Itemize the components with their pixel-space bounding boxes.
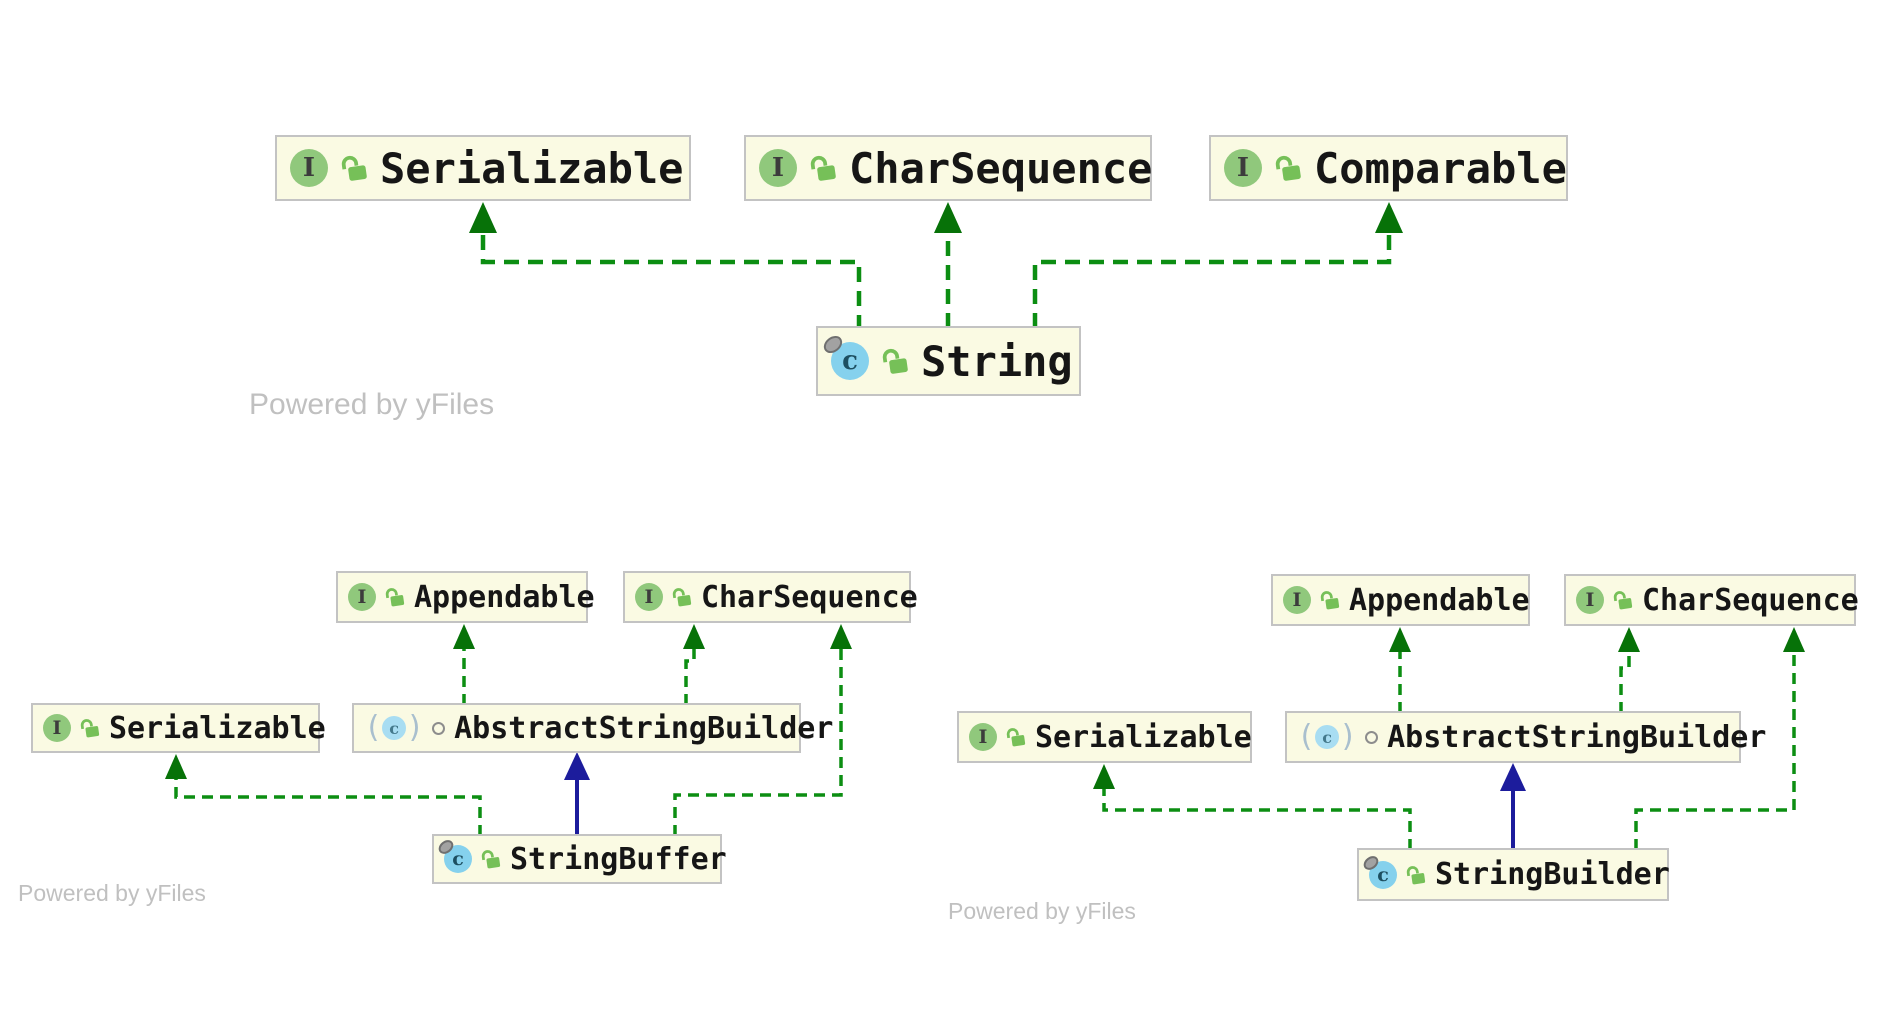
edge-stringbuffer-implements-charsequence[interactable] xyxy=(673,624,852,836)
node-label: Serializable xyxy=(1035,719,1252,755)
interface-icon: I xyxy=(43,714,71,742)
public-lock-icon xyxy=(672,588,692,607)
edge-string-implements-serializable[interactable] xyxy=(469,202,862,330)
interface-node-charsequence[interactable]: I CharSequence xyxy=(744,135,1152,201)
interface-icon: I xyxy=(1283,586,1311,614)
interface-node-serializable[interactable]: I Serializable xyxy=(957,711,1252,763)
interface-node-comparable[interactable]: I Comparable xyxy=(1209,135,1568,201)
class-node-abstractstringbuilder[interactable]: (c) AbstractStringBuilder xyxy=(352,703,833,753)
class-node-abstractstringbuilder[interactable]: (c) AbstractStringBuilder xyxy=(1285,711,1766,763)
edge-string-implements-charsequence[interactable] xyxy=(934,202,962,328)
node-label: StringBuffer xyxy=(510,841,727,877)
node-label: Comparable xyxy=(1314,143,1567,193)
class-node-string[interactable]: c String xyxy=(816,326,1081,396)
edge-stringbuilder-implements-serializable[interactable] xyxy=(1093,764,1412,850)
abstract-class-icon: (c) xyxy=(1297,719,1358,754)
package-private-icon xyxy=(1365,730,1379,744)
edge-stringbuilder-implements-charsequence[interactable] xyxy=(1634,627,1805,850)
interface-icon: I xyxy=(969,723,997,751)
public-lock-icon xyxy=(1406,865,1426,884)
interface-node-serializable[interactable]: I Serializable xyxy=(275,135,691,201)
interface-icon: I xyxy=(348,583,376,611)
edge-asb-implements-charsequence-right[interactable] xyxy=(1618,627,1640,713)
edge-string-implements-comparable[interactable] xyxy=(1032,202,1403,328)
interface-icon: I xyxy=(635,583,663,611)
final-class-icon: c xyxy=(436,837,472,873)
node-label: CharSequence xyxy=(701,579,918,615)
interface-icon: I xyxy=(290,149,328,187)
abstract-class-icon: (c) xyxy=(364,710,425,745)
final-class-icon: c xyxy=(1361,852,1397,889)
node-label: Serializable xyxy=(380,143,684,193)
node-label: AbstractStringBuilder xyxy=(1387,719,1767,755)
class-node-stringbuffer[interactable]: c StringBuffer xyxy=(432,834,727,884)
node-label: Serializable xyxy=(109,710,326,746)
node-label: String xyxy=(921,336,1073,386)
public-lock-icon xyxy=(385,588,405,607)
node-label: StringBuilder xyxy=(1435,857,1670,892)
yfiles-watermark: Powered by yFiles xyxy=(249,388,495,421)
interface-node-appendable[interactable]: I Appendable xyxy=(336,571,595,623)
final-class-icon: c xyxy=(820,332,869,380)
yfiles-watermark: Powered by yFiles xyxy=(18,880,206,906)
interface-icon: I xyxy=(759,149,797,187)
node-label: CharSequence xyxy=(1642,582,1859,618)
interface-node-serializable[interactable]: I Serializable xyxy=(31,703,326,753)
edge-stringbuffer-implements-serializable[interactable] xyxy=(165,754,482,836)
interface-icon: I xyxy=(1224,149,1262,187)
yfiles-watermark: Powered by yFiles xyxy=(948,898,1136,924)
public-lock-icon xyxy=(80,719,100,738)
edge-asb-implements-appendable-left[interactable] xyxy=(453,624,475,705)
class-node-stringbuilder[interactable]: c StringBuilder xyxy=(1357,848,1670,901)
public-lock-icon xyxy=(882,348,908,374)
public-lock-icon xyxy=(1006,728,1026,747)
interface-node-charsequence[interactable]: I CharSequence xyxy=(1564,574,1859,626)
edge-stringbuffer-extends-abstractstringbuilder[interactable] xyxy=(564,752,590,836)
edge-asb-implements-appendable-right[interactable] xyxy=(1389,627,1411,713)
public-lock-icon xyxy=(1320,591,1340,610)
node-label: CharSequence xyxy=(849,143,1153,193)
node-label: Appendable xyxy=(414,579,595,615)
public-lock-icon xyxy=(1275,155,1301,181)
interface-icon: I xyxy=(1576,586,1604,614)
public-lock-icon xyxy=(481,850,501,869)
public-lock-icon xyxy=(341,155,367,181)
package-private-icon xyxy=(432,721,446,735)
node-label: Appendable xyxy=(1349,582,1530,618)
interface-node-charsequence[interactable]: I CharSequence xyxy=(623,571,918,623)
edge-asb-implements-charsequence-left[interactable] xyxy=(683,624,705,705)
edge-stringbuilder-extends-abstractstringbuilder[interactable] xyxy=(1500,763,1526,850)
node-label: AbstractStringBuilder xyxy=(454,710,834,746)
public-lock-icon xyxy=(1613,591,1633,610)
interface-node-appendable[interactable]: I Appendable xyxy=(1271,574,1530,626)
public-lock-icon xyxy=(810,155,836,181)
